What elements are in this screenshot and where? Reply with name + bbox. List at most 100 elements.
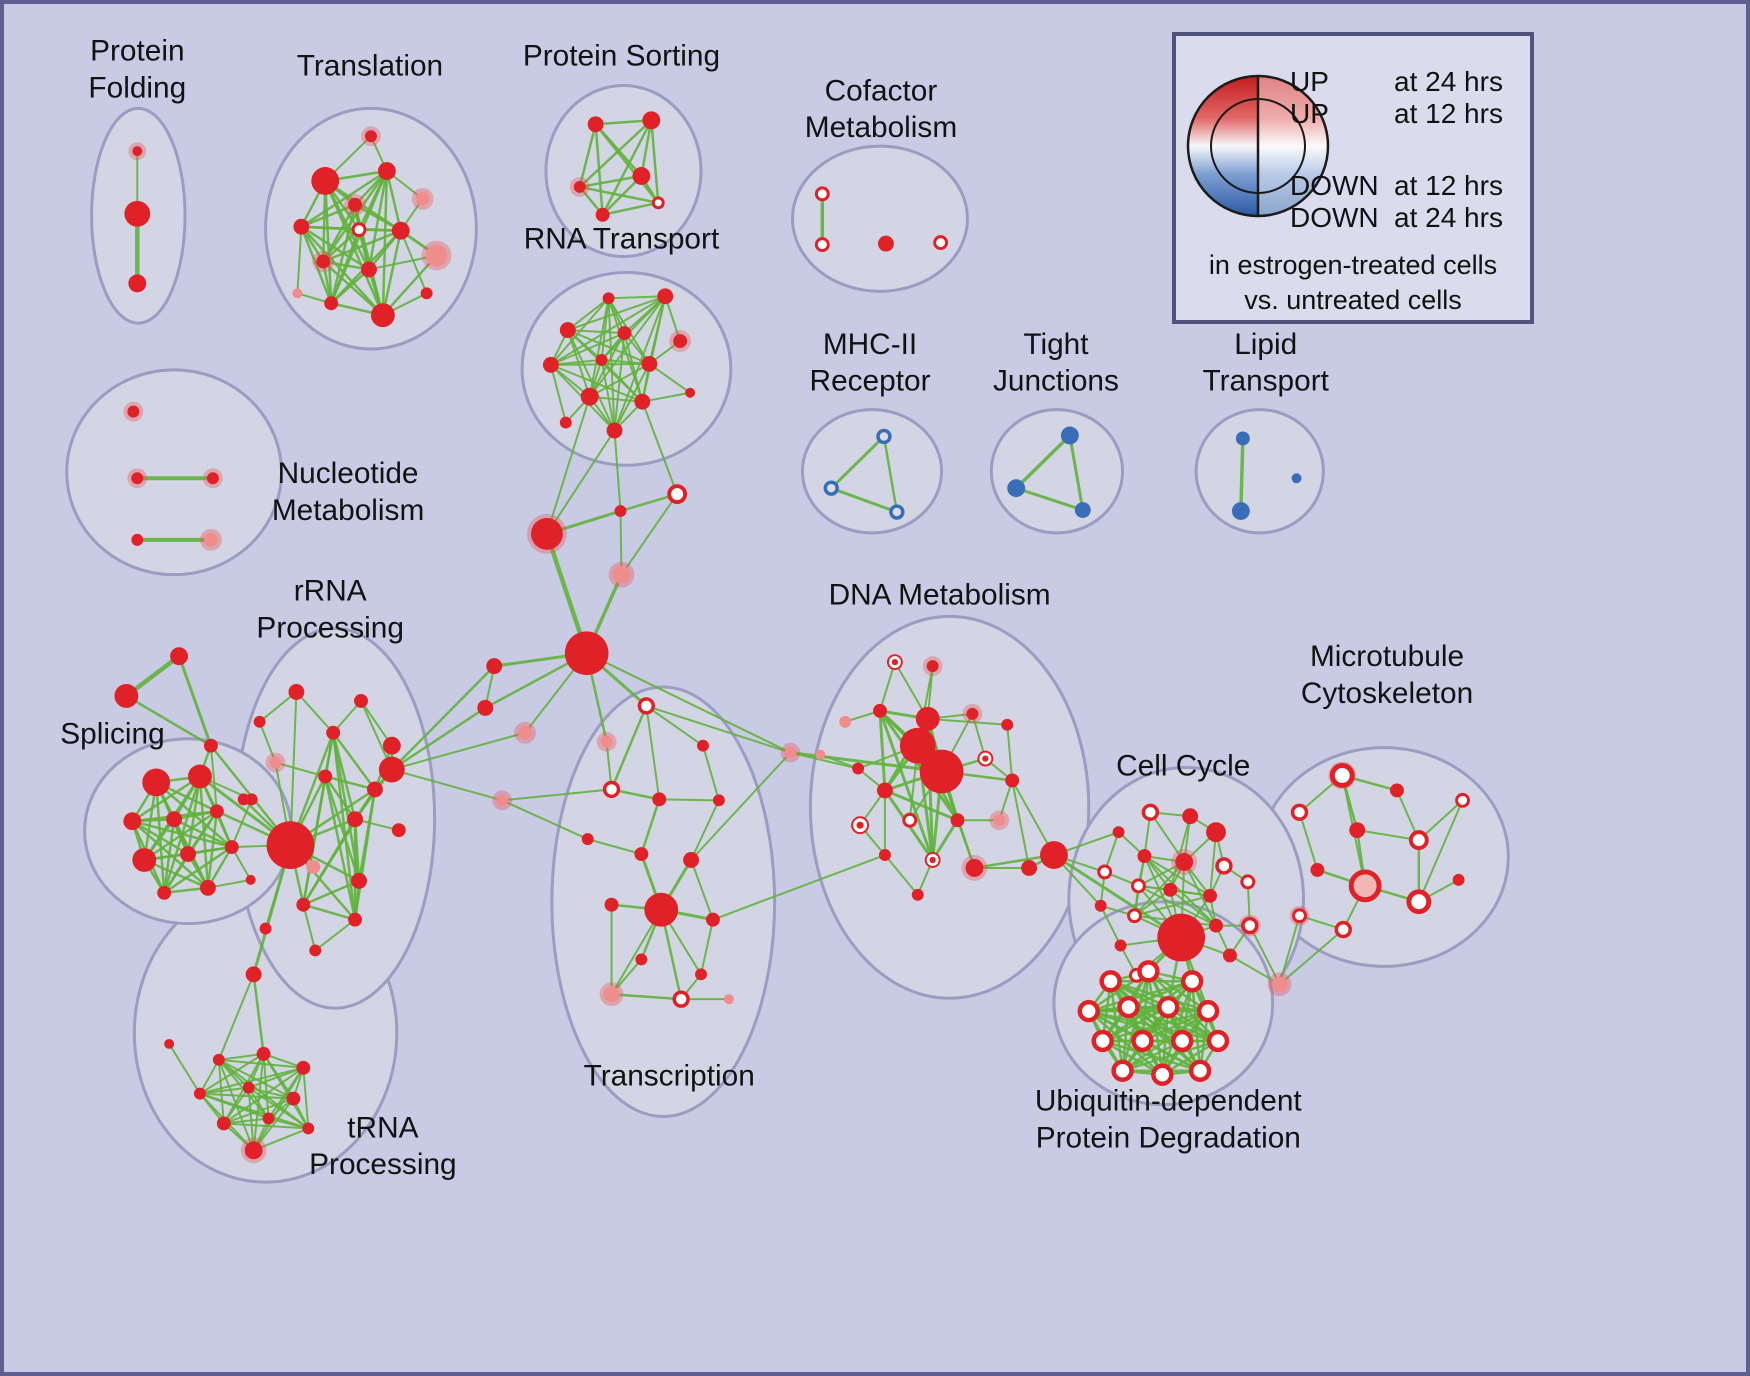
network-node <box>1137 960 1160 983</box>
network-node <box>180 846 196 862</box>
legend-time: at 12 hrs <box>1394 170 1503 201</box>
network-node <box>1175 853 1194 871</box>
network-edge <box>883 788 960 822</box>
network-edge <box>878 661 896 712</box>
network-edge <box>1169 815 1192 891</box>
network-edge <box>198 1086 250 1095</box>
network-edge <box>690 859 714 921</box>
network-node <box>518 725 533 740</box>
network-edge <box>1228 954 1281 986</box>
network-node <box>1188 1059 1212 1082</box>
legend-caption-line2: vs. untreated cells <box>1244 285 1462 315</box>
network-node <box>876 428 892 445</box>
network-edge <box>302 879 361 906</box>
network-node <box>723 994 734 1005</box>
network-edge <box>1052 853 1183 940</box>
legend-time: at 24 hrs <box>1394 202 1503 233</box>
network-edge <box>586 838 643 856</box>
network-node <box>212 1053 225 1066</box>
network-node <box>1348 869 1382 903</box>
network-edge <box>198 1092 310 1130</box>
network-edge <box>323 775 377 791</box>
network-edge <box>143 810 219 862</box>
network-edge <box>1141 1009 1210 1043</box>
network-node <box>351 222 367 238</box>
network-edge <box>252 1127 310 1152</box>
network-node <box>915 706 940 731</box>
network-edge <box>1087 980 1194 1013</box>
network-node <box>1203 888 1217 903</box>
network-edge <box>613 332 626 432</box>
network-node <box>131 533 144 546</box>
cluster-nucleotide-metabolism <box>65 368 283 577</box>
cluster-label-trna-processing: Processing <box>309 1148 456 1181</box>
network-node <box>1141 803 1160 821</box>
network-node <box>595 353 608 366</box>
network-canvas: NucleotideMetabolismProteinFoldingTransl… <box>60 35 1510 1184</box>
network-edge <box>690 751 792 861</box>
network-node <box>415 191 430 206</box>
network-edge <box>878 709 935 862</box>
network-edge <box>381 254 438 317</box>
legend-dial-icon <box>1186 74 1330 218</box>
network-edge <box>601 201 660 217</box>
network-node <box>1182 808 1199 825</box>
network-edge <box>217 1052 265 1061</box>
network-node <box>1290 803 1309 821</box>
network-edge <box>1137 884 1217 927</box>
network-node <box>1209 918 1223 933</box>
network-node <box>377 162 396 180</box>
legend-caption: in estrogen-treated cells vs. untreated … <box>1176 248 1530 318</box>
network-edge <box>545 395 591 535</box>
network-edge <box>501 788 613 802</box>
cluster-label-rrna-processing: rRNA <box>294 575 367 608</box>
network-edge <box>367 169 389 271</box>
network-node <box>1040 841 1068 869</box>
network-node <box>1117 995 1140 1019</box>
network-edge <box>607 295 667 300</box>
network-node <box>1171 1029 1194 1053</box>
network-edge <box>323 775 361 883</box>
network-node <box>657 288 674 305</box>
network-edge <box>1014 433 1072 490</box>
network-node <box>1097 864 1113 880</box>
network-edge <box>125 694 213 747</box>
network-node <box>878 849 891 861</box>
network-node <box>296 897 311 912</box>
network-edge <box>640 119 653 178</box>
network-node <box>1137 849 1152 863</box>
network-edge <box>578 185 660 205</box>
network-node <box>823 480 839 496</box>
network-edge <box>588 362 651 398</box>
network-edge <box>323 775 357 821</box>
network-edge <box>549 295 667 366</box>
network-edge <box>702 744 720 802</box>
network-node <box>316 254 331 269</box>
network-edge <box>623 332 644 403</box>
network-node <box>203 532 218 547</box>
network-node <box>142 768 171 797</box>
network-edge <box>300 225 333 305</box>
network-node <box>602 292 615 305</box>
network-node <box>1127 908 1142 924</box>
network-edge <box>262 1052 305 1069</box>
network-node <box>1001 718 1014 731</box>
network-edge <box>302 903 357 921</box>
network-edge <box>321 260 333 305</box>
network-node <box>612 565 631 584</box>
network-edge <box>321 203 357 263</box>
network-edge <box>620 493 679 576</box>
network-edge <box>819 753 860 770</box>
network-edge <box>1239 436 1245 513</box>
network-node <box>635 953 648 966</box>
network-edge <box>549 363 567 424</box>
network-node <box>288 684 305 700</box>
cluster-label-cofactor-metabolism: Metabolism <box>805 111 957 144</box>
network-edge <box>274 761 327 778</box>
network-node <box>348 912 362 927</box>
network-edge <box>645 704 792 754</box>
network-edge <box>545 429 616 535</box>
network-edge <box>690 799 720 861</box>
